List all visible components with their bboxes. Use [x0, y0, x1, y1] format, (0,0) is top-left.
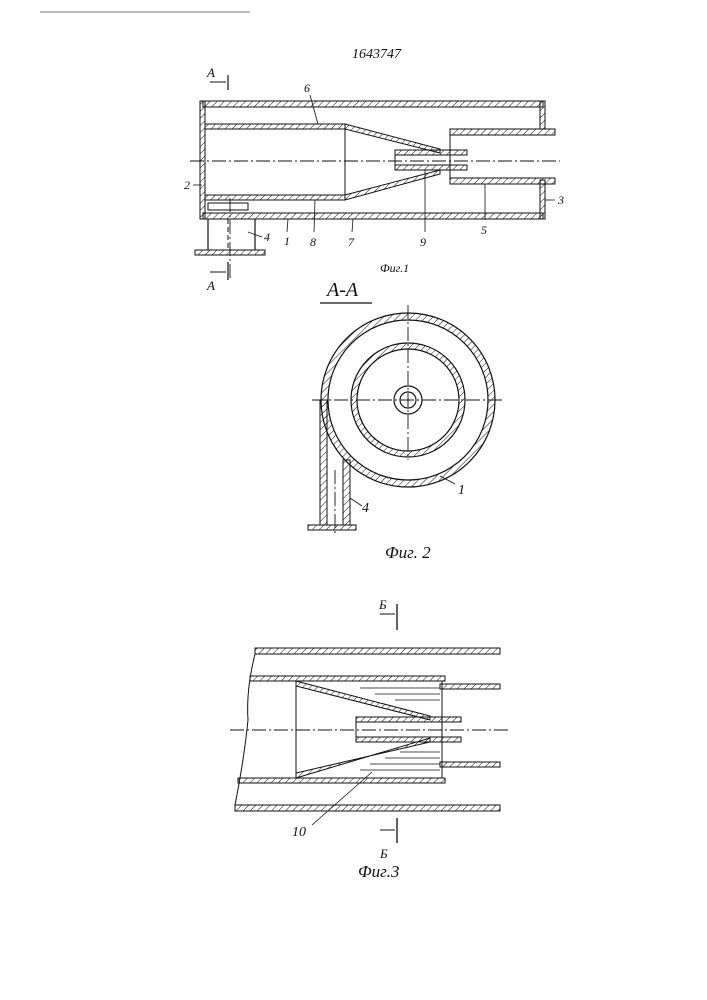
fig1-caption: Фиг.1	[380, 261, 409, 275]
leader-fig2-4	[350, 498, 362, 506]
cone-top-wall	[345, 124, 440, 153]
fig3-label-10: 10	[292, 825, 306, 840]
section-b-top-label: Б	[378, 597, 387, 612]
section-a-bottom-label: А	[206, 278, 215, 293]
leader-8	[314, 200, 315, 232]
inner-tube-bottom-wall	[205, 195, 345, 200]
label-8: 8	[310, 235, 316, 249]
label-3: 3	[557, 193, 564, 207]
fig3-outer-bottom-wall	[235, 805, 500, 811]
branch-left-wall	[320, 400, 327, 525]
fig3-nozzle-bottom-wall	[356, 737, 461, 742]
branch-flange	[308, 525, 356, 530]
section-b-bottom-label: Б	[379, 846, 388, 861]
fig3-inner-bottom-wall	[238, 778, 445, 783]
nozzle-bottom-wall	[395, 165, 467, 170]
label-5: 5	[481, 223, 487, 237]
nozzle-top-wall	[395, 150, 467, 155]
figure-1: А А 6 2 3 4 1 8 7 9 5 Фиг.1	[184, 65, 564, 293]
branch-right-wall	[343, 460, 350, 525]
fig3-cone-top-wall	[296, 681, 430, 720]
outer-shell-top-wall	[203, 101, 543, 107]
label-1: 1	[284, 234, 290, 248]
label-2: 2	[184, 178, 190, 192]
outlet-pipe-bottom-wall	[450, 178, 555, 184]
fig3-nozzle-top-wall	[356, 717, 461, 722]
figure-2: А-А 1 4 Фиг. 2	[308, 279, 505, 562]
section-a-top-label: А	[206, 65, 215, 80]
label-4: 4	[264, 230, 270, 244]
fig2-label-4: 4	[362, 501, 369, 516]
right-end-wall-bottom	[540, 180, 545, 219]
outer-shell-bottom-wall	[203, 213, 543, 219]
fig3-outlet-bottom-wall	[440, 762, 500, 767]
leader-1	[287, 219, 288, 232]
label-9: 9	[420, 235, 426, 249]
figure-3: Б Б 10 Фиг.3	[230, 597, 510, 881]
leader-6	[310, 95, 318, 124]
fig3-caption: Фиг.3	[358, 862, 399, 881]
inlet-port	[208, 203, 248, 210]
section-title: А-А	[325, 279, 359, 301]
label-6: 6	[304, 81, 310, 95]
fig3-inner-top-wall	[250, 676, 445, 681]
fig3-outer-top-wall	[255, 648, 500, 654]
outlet-pipe-top-wall	[450, 129, 555, 135]
leader-7	[352, 219, 353, 232]
inner-tube-top-wall	[205, 124, 345, 129]
left-end-wall	[200, 101, 205, 219]
fig2-caption: Фиг. 2	[385, 543, 431, 562]
patent-number: 1643747	[352, 47, 402, 62]
cone-bottom-wall	[345, 170, 440, 200]
fig2-label-1: 1	[458, 483, 465, 498]
fig3-outlet-top-wall	[440, 684, 500, 689]
right-end-wall-top	[540, 101, 545, 129]
label-7: 7	[348, 235, 355, 249]
outer-ring-hatch-2	[321, 313, 408, 400]
